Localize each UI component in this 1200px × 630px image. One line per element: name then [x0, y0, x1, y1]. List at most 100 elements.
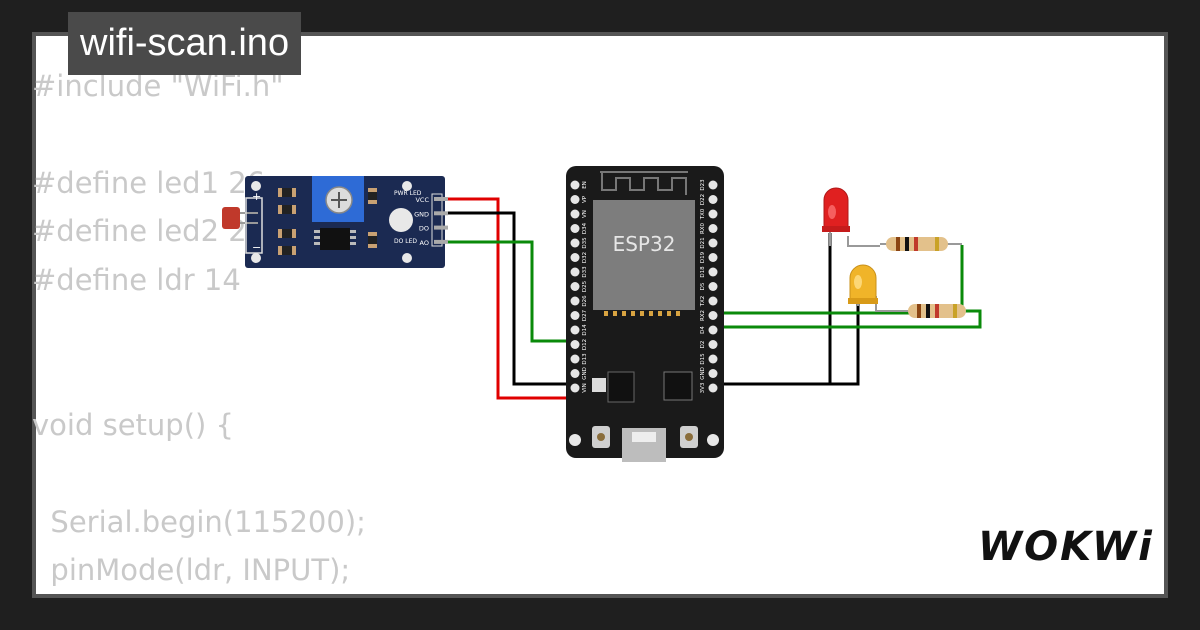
esp32-pin-label: D32: [582, 252, 588, 263]
sensor-pin-do[interactable]: [434, 225, 448, 230]
esp32-pin-gnd[interactable]: [570, 369, 580, 378]
wire-gnd-leds[interactable]: [718, 233, 832, 386]
esp32-pin-d23[interactable]: [708, 180, 718, 190]
esp32-pin-label: D35: [582, 237, 588, 249]
esp32-pin-d35[interactable]: [570, 238, 580, 248]
esp32-pin-d4[interactable]: [708, 325, 718, 335]
esp32-pin-label: D23: [700, 179, 706, 191]
wire-d27-r2[interactable]: [572, 309, 982, 329]
esp32-pin-d2[interactable]: [708, 340, 718, 349]
do-led-label: DO LED: [394, 238, 417, 245]
sensor-pin-label: VCC: [415, 196, 429, 204]
esp32-pin-d22[interactable]: [708, 195, 718, 204]
sensor-pin-vcc[interactable]: [434, 197, 448, 201]
code-line: #define led1 26: [32, 165, 266, 200]
led-yellow[interactable]: [848, 264, 910, 312]
esp32-pin-vin[interactable]: [570, 383, 580, 393]
esp32-pin-d13[interactable]: [570, 354, 580, 364]
esp32-pin-d25[interactable]: [570, 282, 580, 291]
wire-gnd-led2[interactable]: [830, 293, 860, 386]
esp32-pin-d21[interactable]: [708, 238, 718, 248]
esp32-pin-label: EN: [582, 181, 588, 189]
usb-chip: [663, 371, 693, 401]
esp32-pin-label: 3V3: [700, 382, 706, 393]
esp32-pin-d5[interactable]: [708, 282, 718, 291]
esp32-pin-label: D12: [582, 339, 588, 350]
code-line: Serial.begin(115200);: [32, 504, 366, 539]
esp32-pin-label: VIN: [582, 383, 588, 393]
wokwi-logo: WOKWi: [978, 524, 1154, 570]
sensor-pins: VCC GND DO AO: [414, 196, 448, 247]
pwr-led-label: PWR LED: [394, 190, 422, 197]
esp32-pin-label: GND: [700, 367, 706, 380]
esp32-pin-d27[interactable]: [570, 311, 580, 320]
esp32-pin-label: D26: [582, 295, 588, 307]
minus-label: −: [252, 241, 261, 254]
esp32-pin-label: TX0: [700, 208, 706, 220]
esp32-pin-label: D18: [700, 266, 706, 278]
esp32-pin-label: D22: [700, 194, 706, 205]
esp32-pin-label: VN: [582, 210, 588, 218]
wire-vcc-vin[interactable]: [446, 197, 572, 400]
esp32-pin-en[interactable]: [570, 180, 580, 190]
esp32-pin-label: VP: [582, 195, 588, 203]
esp32-pin-label: GND: [582, 367, 588, 380]
pwr-led: [389, 208, 413, 232]
photoresistor: [222, 207, 240, 229]
esp32-pin-label: D34: [582, 222, 588, 234]
esp32-pin-tx0[interactable]: [708, 209, 718, 219]
sensor-pin-gnd[interactable]: [434, 211, 448, 216]
code-line: void setup() {: [32, 407, 234, 442]
esp32-pin-label: RX2: [700, 310, 706, 321]
plus-label: +: [252, 190, 261, 203]
esp32-pin-d26[interactable]: [570, 296, 580, 306]
code-line: #define ldr 14: [32, 262, 241, 297]
esp32-pin-label: D15: [700, 353, 706, 365]
esp32-pin-label: D33: [582, 266, 588, 278]
esp32-pin-vp[interactable]: [570, 195, 580, 204]
esp32-pin-rx2[interactable]: [708, 311, 718, 320]
esp32-chip-label: ESP32: [613, 232, 676, 256]
wire-ao-d14[interactable]: [446, 240, 572, 343]
file-title-tab[interactable]: wifi-scan.ino: [68, 12, 302, 75]
sensor-pin-label: GND: [414, 210, 429, 218]
ldr-sensor-module[interactable]: + − PWR LED DO LED VCC GND DO AO: [222, 176, 448, 268]
esp32-pin-d12[interactable]: [570, 340, 580, 349]
esp32-pin-label: D5: [700, 282, 706, 290]
esp32-pin-label: D21: [700, 237, 706, 248]
esp32-pin-d34[interactable]: [570, 224, 580, 233]
esp32-pin-tx2[interactable]: [708, 296, 718, 306]
esp32-chip: [593, 200, 695, 310]
esp32-pin-d18[interactable]: [708, 267, 718, 277]
sensor-pin-label: DO: [419, 225, 429, 233]
esp32-pin-d19[interactable]: [708, 253, 718, 262]
esp32-pin-d15[interactable]: [708, 354, 718, 364]
sensor-pin-label: AO: [420, 239, 429, 247]
esp32-pin-d33[interactable]: [570, 267, 580, 277]
esp32-pin-gnd[interactable]: [708, 369, 718, 378]
esp32-pin-label: D4: [700, 326, 706, 334]
esp32-pin-label: D27: [582, 309, 588, 321]
esp32-pin-vn[interactable]: [570, 209, 580, 219]
code-line: pinMode(ldr, INPUT);: [32, 552, 351, 587]
resistor-2[interactable]: [906, 304, 966, 318]
esp32-board[interactable]: ESP32 ENVPVND34D35D32D33D25D26D27D14D12D…: [566, 166, 724, 462]
esp32-pin-label: D2: [700, 341, 706, 349]
esp32-pin-label: D13: [582, 353, 588, 365]
esp32-pin-label: TX2: [700, 296, 706, 308]
esp32-pin-3v3[interactable]: [708, 383, 718, 393]
esp32-pin-label: RX0: [700, 222, 706, 234]
resistor-1[interactable]: [880, 237, 962, 251]
esp32-pin-label: D14: [582, 324, 588, 336]
esp32-pin-label: D19: [700, 251, 706, 263]
wire-gnd-gnd[interactable]: [446, 211, 572, 386]
sensor-pin-ao[interactable]: [434, 239, 448, 244]
esp32-pin-d14[interactable]: [570, 325, 580, 335]
esp32-pin-d32[interactable]: [570, 253, 580, 262]
esp32-pin-rx0[interactable]: [708, 224, 718, 233]
led-red[interactable]: [822, 187, 880, 247]
esp32-pin-label: D25: [582, 280, 588, 292]
